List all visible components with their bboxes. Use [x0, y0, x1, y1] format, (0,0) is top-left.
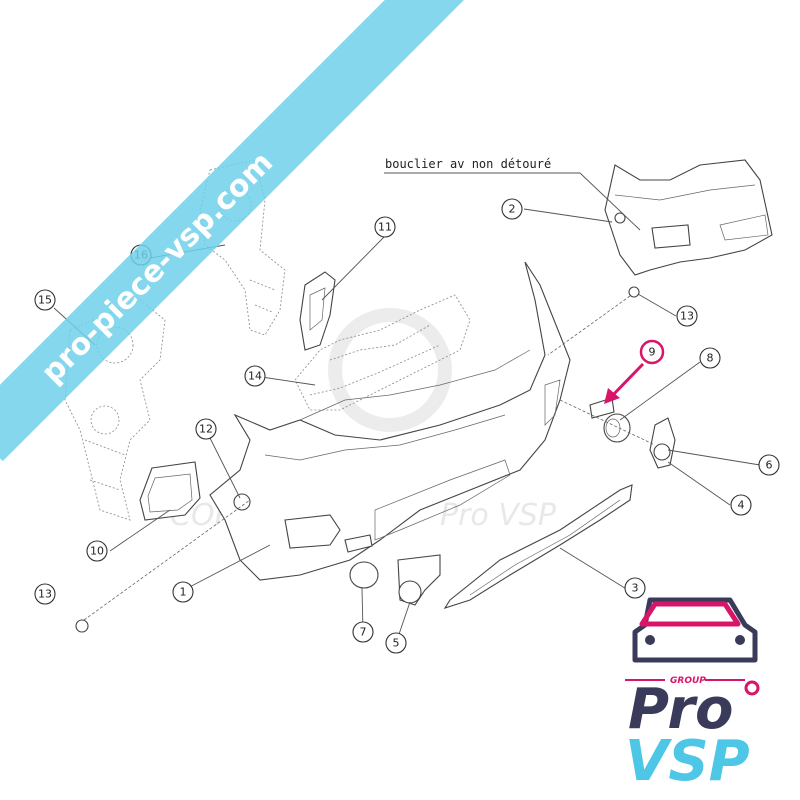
callout-11: 11: [374, 216, 396, 238]
callout-2: 2: [501, 198, 523, 220]
logo-gear-icon: [744, 680, 760, 696]
svg-text:10: 10: [90, 545, 104, 558]
part-7-left-fog-lamp: [344, 534, 379, 589]
callout-5: 5: [385, 632, 407, 654]
svg-text:13: 13: [38, 588, 52, 601]
highlight-arrow: [604, 362, 645, 404]
callout-15: 15: [34, 289, 56, 311]
part-11-bracket: [299, 271, 336, 351]
callout-13-right: 13: [676, 305, 698, 327]
svg-text:12: 12: [199, 423, 213, 436]
svg-text:5: 5: [393, 637, 400, 650]
copyright-brand: Pro VSP: [440, 498, 557, 533]
part-10-left-grille: [139, 461, 201, 521]
part-5-left-fog-bezel: [397, 554, 441, 606]
callout-6: 6: [758, 454, 780, 476]
callout-1: 1: [172, 581, 194, 603]
callout-14: 14: [244, 365, 266, 387]
provsp-logo: GROUP Pro VSP: [625, 597, 760, 794]
logo-vsp-text: VSP: [625, 729, 750, 794]
svg-text:11: 11: [378, 221, 392, 234]
svg-text:7: 7: [360, 626, 367, 639]
svg-text:13: 13: [680, 310, 694, 323]
watermark-banner: pro-piece-vsp.com: [0, 0, 470, 462]
callout-3: 3: [624, 577, 646, 599]
logo-group-text: GROUP: [670, 676, 706, 686]
svg-text:15: 15: [38, 294, 52, 307]
leader-lines: [53, 172, 761, 644]
svg-text:3: 3: [632, 582, 639, 595]
svg-text:pro-piece-vsp.com: pro-piece-vsp.com: [35, 145, 280, 390]
car-icon: [632, 597, 758, 663]
callout-7: 7: [352, 621, 374, 643]
svg-text:4: 4: [738, 499, 745, 512]
callout-13-left: 13: [34, 583, 56, 605]
svg-text:9: 9: [649, 346, 656, 359]
svg-text:1: 1: [180, 586, 187, 599]
logo-pro-text: Pro: [628, 677, 733, 742]
callout-12: 12: [195, 418, 217, 440]
part-14-absorber: [294, 294, 471, 411]
part-4-6-fog-bezel: [649, 417, 676, 469]
note-label: bouclier av non détouré: [385, 157, 551, 171]
svg-text:2: 2: [509, 203, 516, 216]
svg-text:14: 14: [248, 370, 262, 383]
callout-4: 4: [730, 494, 752, 516]
part-3-lower-trim: [443, 484, 633, 609]
svg-text:8: 8: [707, 352, 714, 365]
part-2-untrimmed-bumper: [604, 159, 773, 276]
callout-8: 8: [699, 347, 721, 369]
part-9-clip: [589, 397, 615, 419]
svg-text:6: 6: [766, 459, 773, 472]
callout-9-highlight: 9: [639, 339, 665, 365]
callout-10: 10: [86, 540, 108, 562]
part-13-clips: [75, 286, 640, 633]
part-8-fog-lamp: [603, 413, 631, 443]
